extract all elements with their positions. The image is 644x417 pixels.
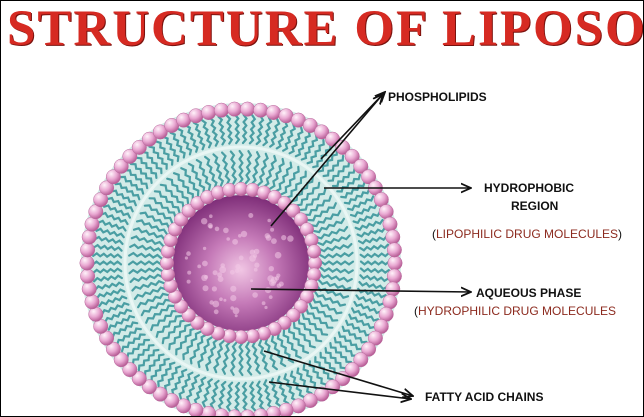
label-hydrophilic-text: HYDROPHILIC DRUG MOLECULES bbox=[418, 304, 616, 318]
label-hydrophobic-line1: HYDROPHOBIC bbox=[484, 181, 574, 195]
label-lipophilic: (LIPOPHILIC DRUG MOLECULES) bbox=[432, 227, 622, 241]
label-hydrophobic-line2: REGION bbox=[511, 199, 558, 213]
label-aqueous-phase: AQUEOUS PHASE bbox=[476, 286, 581, 300]
label-hydrophilic: (HYDROPHILIC DRUG MOLECULES bbox=[414, 304, 616, 318]
label-lipophilic-text: LIPOPHILIC DRUG MOLECULES bbox=[436, 227, 618, 241]
label-phospholipids: PHOSPHOLIPIDS bbox=[388, 90, 487, 104]
label-fatty-acid-chains: FATTY ACID CHAINS bbox=[425, 390, 543, 404]
